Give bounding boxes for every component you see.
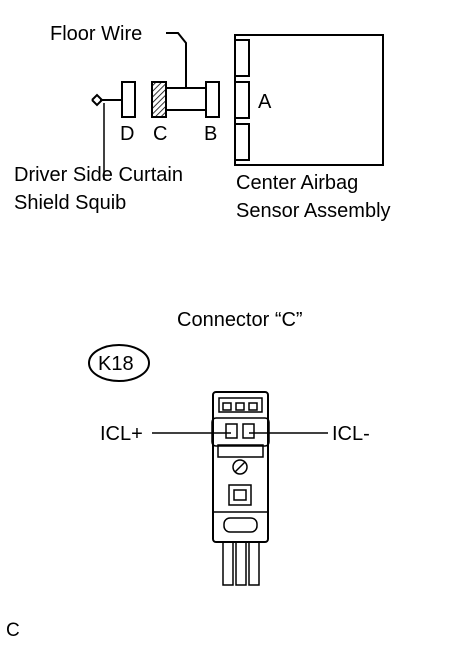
connector-top-tab-3 [248, 402, 258, 411]
connector-b-label: B [204, 123, 217, 145]
connector-top-lock [218, 397, 263, 413]
connector-wire-2 [235, 541, 247, 586]
sensor-label-line1: Center Airbag [236, 172, 358, 194]
pin-callout-right: ICL- [249, 423, 370, 445]
center-airbag-sensor-assembly: A [234, 34, 384, 166]
connector-d: D [91, 81, 136, 180]
terminal-icl-plus [225, 423, 238, 439]
connector-terminal-retainer [217, 444, 264, 458]
squib-label-line1: Driver Side Curtain [14, 164, 183, 186]
connector-code-ellipse [88, 344, 150, 382]
connector-top-tab-2 [235, 402, 245, 411]
floor-wire-harness: B [165, 81, 220, 145]
connector-c-hatched-body [151, 81, 167, 118]
connector-c-label: C [153, 123, 167, 145]
connector-title: Connector “C” [177, 309, 303, 331]
connector-a-body [234, 81, 250, 119]
connector-window-inner [233, 489, 247, 501]
connector-wire-3 [248, 541, 260, 586]
screw-icon [232, 459, 248, 475]
connector-wire-1 [222, 541, 234, 586]
connector-top-tab-1 [222, 402, 232, 411]
connector-a-label: A [258, 91, 272, 113]
screw-slot [234, 461, 246, 473]
floor-wire-callout: Floor Wire [50, 23, 187, 88]
squib-label-line2: Shield Squib [14, 192, 126, 214]
connector-k18-drawing [211, 391, 270, 586]
connector-b-body [205, 81, 220, 118]
sensor-connector-slot-1 [234, 39, 250, 77]
connector-code-badge: K18 [88, 344, 150, 382]
sensor-label-line2: Sensor Assembly [236, 200, 391, 222]
pin-label-icl-minus: ICL- [332, 423, 370, 445]
floor-wire-leader-line [166, 32, 187, 88]
terminal-icl-minus [242, 423, 255, 439]
figure-code: C [6, 620, 20, 641]
sensor-connector-slot-3 [234, 123, 250, 161]
pin-callout-left: ICL+ [100, 423, 231, 445]
pin-label-icl-plus: ICL+ [100, 423, 143, 445]
connector-code-label: K18 [98, 353, 134, 375]
connector-lower-lug [223, 517, 258, 533]
sensor-assembly-outline [234, 34, 384, 166]
connector-d-body [121, 81, 136, 118]
floor-wire-body [165, 87, 207, 111]
connector-d-label: D [120, 123, 134, 145]
connector-window-outer [228, 484, 252, 506]
connector-terminal-band [211, 417, 270, 447]
floor-wire-label: Floor Wire [50, 23, 142, 45]
